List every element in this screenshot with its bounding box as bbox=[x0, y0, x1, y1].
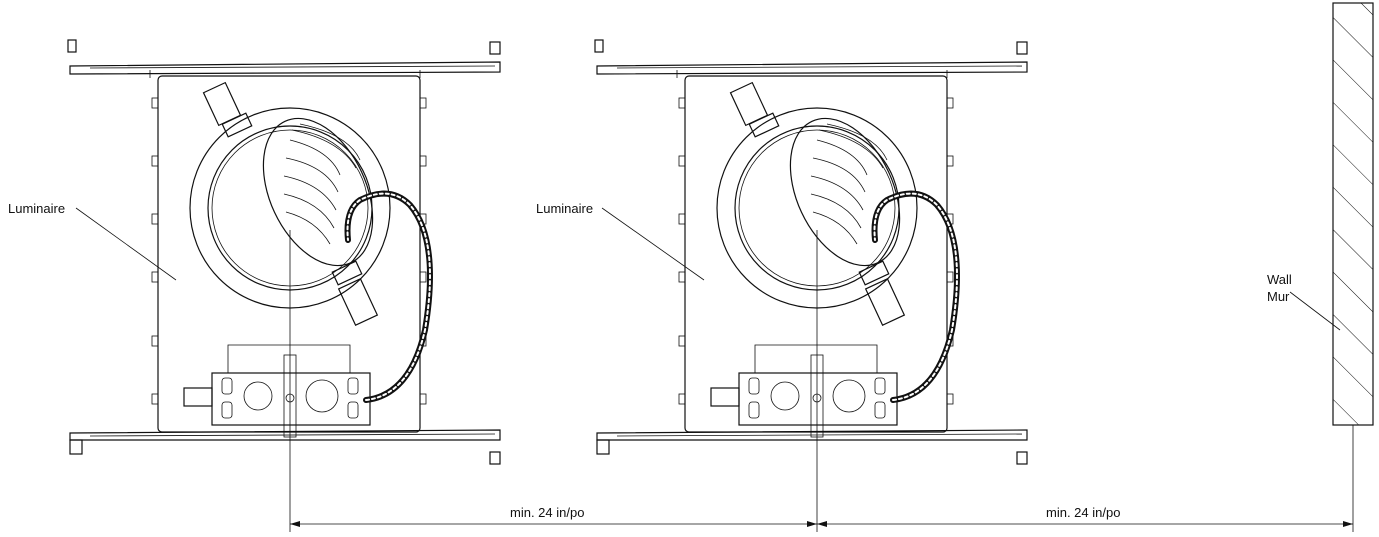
luminaire-drawing-right bbox=[595, 40, 1027, 532]
dimension-line-left bbox=[290, 521, 817, 527]
luminaire-leader-left bbox=[75, 207, 177, 281]
luminaire-label-right: Luminaire bbox=[536, 201, 593, 216]
luminaire-drawing-left bbox=[68, 40, 500, 532]
luminaire-leader-right bbox=[601, 207, 705, 281]
mur-label: Mur bbox=[1267, 289, 1290, 304]
luminaire-label-left: Luminaire bbox=[8, 201, 65, 216]
dimension-label-left: min. 24 in/po bbox=[510, 505, 584, 520]
wall-drawing bbox=[1289, 2, 1374, 532]
dimension-label-right: min. 24 in/po bbox=[1046, 505, 1120, 520]
wall-label: Wall bbox=[1267, 272, 1292, 287]
dimension-line-right bbox=[817, 521, 1353, 527]
